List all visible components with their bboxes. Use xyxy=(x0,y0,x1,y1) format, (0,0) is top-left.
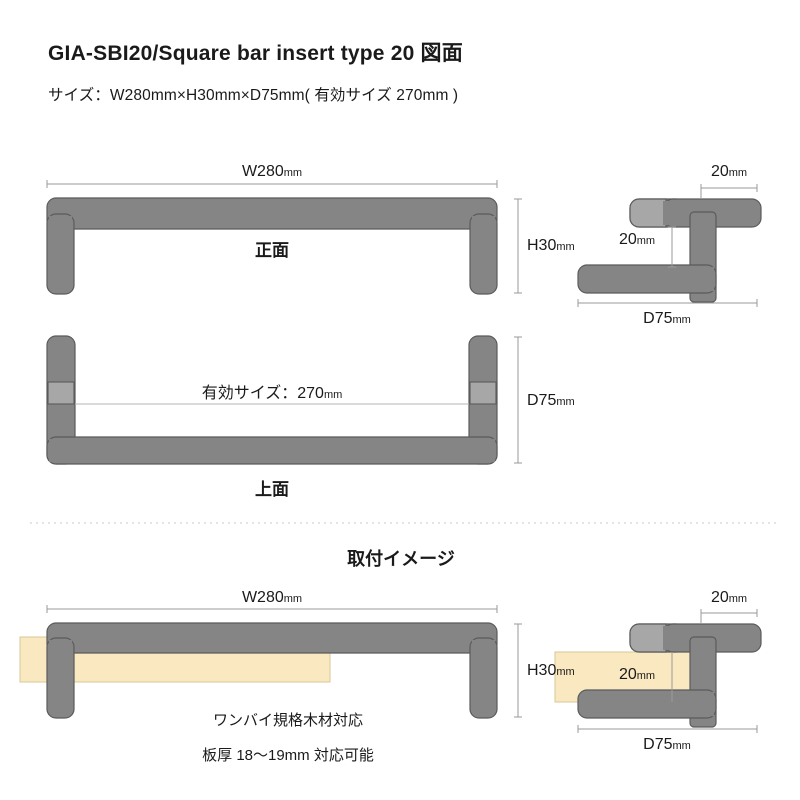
side-view-flange-unit: mm xyxy=(728,167,748,179)
front-view-width-unit: mm xyxy=(283,167,303,179)
install-section-heading: 取付イメージ xyxy=(347,549,455,569)
install-side-thickness-label: 20mm xyxy=(619,667,655,683)
install-front-left-leg xyxy=(46,637,75,719)
front-view-top-bar xyxy=(46,197,498,230)
top-view-depth-value: D75 xyxy=(527,392,557,409)
install-side-flange-dimension xyxy=(700,609,758,624)
front-view-left-leg xyxy=(46,213,75,295)
side-view-flange-value: 20 xyxy=(710,163,729,180)
install-side-flange-joint xyxy=(663,626,669,650)
front-view-right-leg xyxy=(469,213,498,295)
install-side-flange-label: 20mm xyxy=(711,590,747,606)
side-view-flange-endcap xyxy=(629,198,667,228)
top-view-label: 上面 xyxy=(255,480,289,499)
install-front-view-shape xyxy=(46,622,498,719)
top-view-right-joint xyxy=(471,439,495,462)
front-view-shape xyxy=(46,197,498,295)
install-front-height-label: H30mm xyxy=(527,663,575,679)
side-view-flange-dimension xyxy=(700,184,758,199)
install-side-top-joint xyxy=(692,639,714,657)
side-view-flange-joint xyxy=(663,201,669,225)
install-side-flange-unit: mm xyxy=(728,593,748,605)
side-view-flange-label: 20mm xyxy=(711,164,747,180)
top-view-left-insert xyxy=(47,381,75,405)
install-side-bottom-joint xyxy=(692,692,714,716)
install-side-lower-flange xyxy=(577,689,717,719)
front-view-height-label: H30mm xyxy=(527,238,575,254)
side-view-lower-flange xyxy=(577,264,717,294)
page-title: GIA-SBI20/Square bar insert type 20 図面 xyxy=(48,42,463,65)
install-front-height-unit: mm xyxy=(556,666,575,678)
top-view-effective-size-label: 有効サイズ：270mm xyxy=(202,386,343,402)
side-view-bottom-joint xyxy=(692,267,714,291)
install-side-depth-unit: mm xyxy=(672,740,691,752)
top-view-left-joint xyxy=(49,439,73,462)
front-view-height-value: H30 xyxy=(527,237,557,254)
side-view-depth-value: D75 xyxy=(643,310,673,327)
top-view-effective-size-unit: mm xyxy=(323,389,343,401)
top-view-right-insert xyxy=(469,381,497,405)
install-side-flange-endcap xyxy=(629,623,667,653)
install-front-height-value: H30 xyxy=(527,662,557,679)
install-side-depth-label: D75mm xyxy=(643,737,691,753)
install-side-flange-value: 20 xyxy=(710,589,729,606)
front-view-width-label: W280mm xyxy=(242,164,302,180)
install-side-thickness-value: 20 xyxy=(618,666,637,683)
side-view-depth-unit: mm xyxy=(672,314,691,326)
side-view-gap-label: 20mm xyxy=(619,232,655,248)
install-note-line-2: 板厚 18〜19mm 対応可能 xyxy=(202,747,374,764)
install-front-right-joint xyxy=(472,640,495,656)
front-view-label: 正面 xyxy=(255,241,289,260)
install-note-line-1: ワンバイ規格木材対応 xyxy=(212,712,364,729)
side-view-depth-label: D75mm xyxy=(643,311,691,327)
front-view-height-unit: mm xyxy=(556,241,575,253)
install-front-top-bar xyxy=(46,622,498,654)
page-subtitle: サイズ：W280mm×H30mm×D75mm( 有効サイズ 270mm ) xyxy=(48,87,459,104)
side-view-gap-unit: mm xyxy=(636,235,656,247)
front-view-right-joint xyxy=(472,216,495,232)
top-view-depth-unit: mm xyxy=(556,396,575,408)
install-side-view-shape xyxy=(577,623,762,728)
front-view-width-value: W280 xyxy=(241,163,284,180)
install-side-depth-value: D75 xyxy=(643,736,673,753)
side-view-gap-value: 20 xyxy=(618,231,637,248)
install-front-width-label: W280mm xyxy=(242,590,302,606)
install-front-left-joint xyxy=(49,640,72,656)
top-view-effective-size-value: 有効サイズ：270 xyxy=(201,385,324,402)
install-side-thickness-unit: mm xyxy=(636,670,656,682)
install-front-width-value: W280 xyxy=(241,589,284,606)
front-view-left-joint xyxy=(49,216,72,232)
top-view-bottom-bar xyxy=(46,436,498,465)
install-front-right-leg xyxy=(469,637,498,719)
side-view-shape xyxy=(577,198,762,303)
top-view-depth-label: D75mm xyxy=(527,393,575,409)
top-view-shape xyxy=(46,335,498,465)
install-front-width-unit: mm xyxy=(283,593,303,605)
side-view-top-joint xyxy=(692,214,714,232)
